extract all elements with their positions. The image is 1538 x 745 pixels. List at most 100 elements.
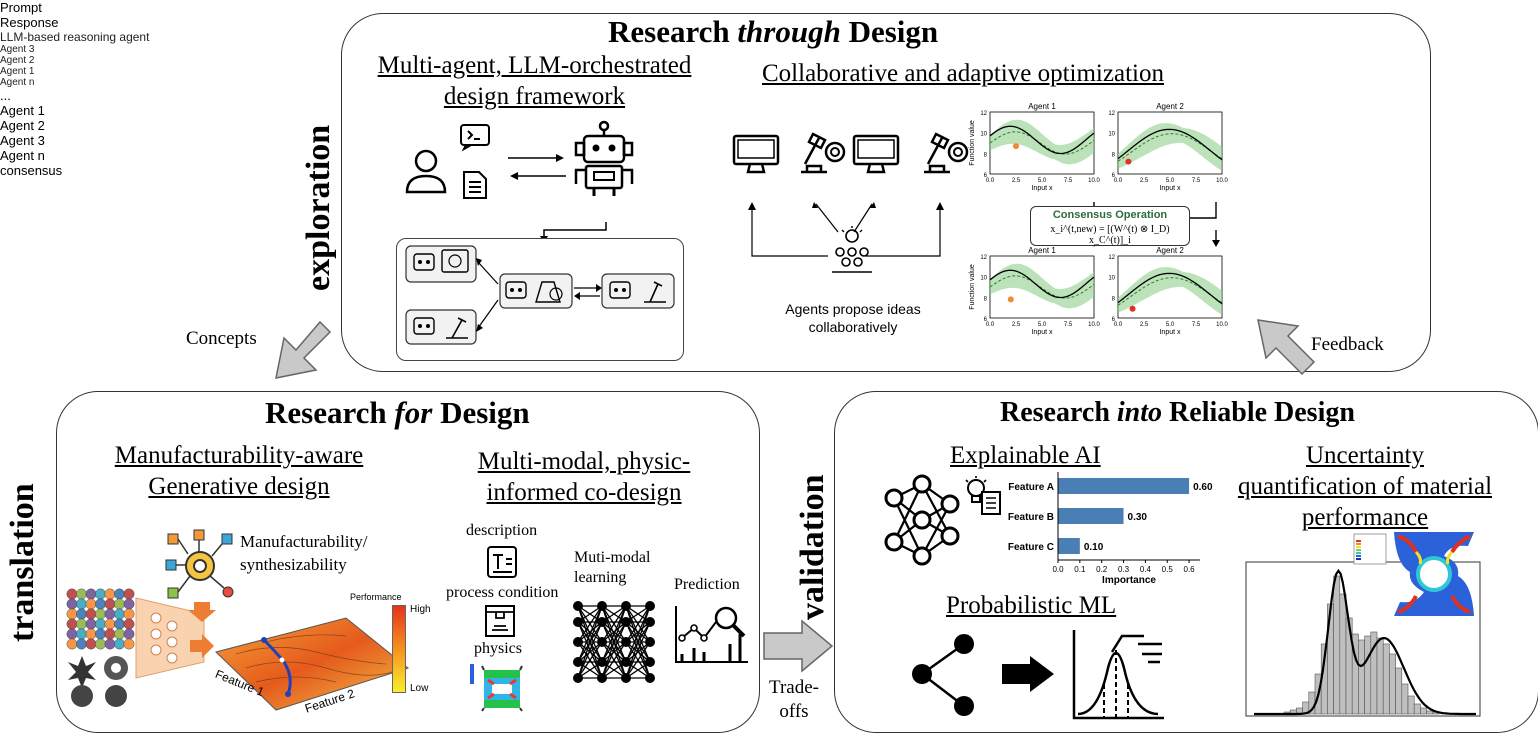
gp-x-tick-label: 2.5 xyxy=(1140,178,1149,184)
atom xyxy=(95,598,106,610)
gp-sample-point xyxy=(1129,305,1136,312)
gp-x-tick-label: 2.5 xyxy=(1012,178,1021,184)
histogram-bin xyxy=(1395,667,1403,715)
nn-edge xyxy=(625,621,651,643)
atom xyxy=(114,638,125,650)
gp-true-function xyxy=(1117,272,1223,305)
atom xyxy=(76,608,87,620)
atom xyxy=(76,638,87,650)
atom xyxy=(85,608,97,620)
gp-mean-line xyxy=(989,275,1095,299)
bottom-left-title: Research for Design xyxy=(265,395,530,430)
gp-x-tick-label: 5.0 xyxy=(1166,322,1175,328)
nn-edge xyxy=(577,641,603,679)
consensus-network xyxy=(748,202,944,257)
high-label: High xyxy=(410,604,431,615)
gp-true-function xyxy=(1117,128,1223,161)
gp-true-function xyxy=(989,269,1095,299)
prompt-response-arrows xyxy=(508,154,566,180)
prompt-icon xyxy=(460,124,490,152)
gp-x-tick-label: 10.0 xyxy=(1216,322,1228,328)
gp-x-tick-label: 0.0 xyxy=(1114,322,1123,328)
manufacturability-text: Manufacturability/synthesizability xyxy=(240,532,368,574)
nn-edge xyxy=(625,605,651,643)
gp-x-tick-label: 7.5 xyxy=(1192,178,1201,184)
histogram-bin xyxy=(1407,695,1415,715)
bar-feature-b xyxy=(1058,508,1124,524)
gp-y-tick-label: 12 xyxy=(980,255,987,261)
gp-x-tick-label: 10.0 xyxy=(1216,178,1228,184)
nn-node xyxy=(645,673,655,683)
atom xyxy=(114,618,125,630)
neural-network-icon xyxy=(573,601,655,683)
top-panel-title: Research through Design xyxy=(608,14,939,49)
gp-y-tick-label: 12 xyxy=(1108,111,1115,117)
histogram-bin xyxy=(1426,710,1434,715)
bar-x-tick-label: 0.6 xyxy=(1184,565,1196,574)
gp-y-axis-label: Function value xyxy=(969,264,976,310)
orange-arrows xyxy=(188,602,216,658)
nn-edge xyxy=(625,641,651,679)
gp-y-tick-label: 6 xyxy=(984,173,988,179)
performance-label: Performance xyxy=(350,592,402,602)
consensus-operation-box: Consensus Operation x_i^(t,new) = [(W^(t… xyxy=(1030,206,1190,246)
agent-network xyxy=(405,245,675,345)
nn-node xyxy=(573,673,583,683)
gp-x-tick-label: 7.5 xyxy=(1192,322,1201,328)
gp-x-tick-label: 2.5 xyxy=(1140,322,1149,328)
histogram-bin xyxy=(1401,683,1409,715)
atom xyxy=(85,628,97,640)
prediction-chart-icon xyxy=(675,606,748,663)
gp-y-tick-label: 6 xyxy=(1112,173,1116,179)
gp-mean-line xyxy=(989,131,1095,155)
atom xyxy=(104,598,116,610)
bar-x-tick-label: 0.2 xyxy=(1096,565,1108,574)
bar-x-tick-label: 0.0 xyxy=(1052,565,1064,574)
response-label: Response xyxy=(0,15,59,30)
prompt-label: Prompt xyxy=(0,0,42,15)
gp-y-tick-label: 6 xyxy=(1112,317,1116,323)
consensus-op-title: Consensus Operation xyxy=(1052,209,1168,221)
nn-edge xyxy=(625,621,651,679)
histogram-bin xyxy=(1413,703,1421,715)
gp-sample-point xyxy=(1013,143,1019,150)
performance-colorbar xyxy=(392,605,406,693)
agentn-label: Agent n xyxy=(0,77,35,88)
gp-y-tick-label: 12 xyxy=(980,111,987,117)
user-icon xyxy=(405,149,447,194)
atom xyxy=(95,638,106,650)
encoder-network-icon xyxy=(135,597,205,679)
agent2-name: Agent 2 xyxy=(0,118,45,133)
nn-node xyxy=(597,673,607,683)
bar-category-label: Feature B xyxy=(1008,512,1054,523)
bar-value-label: 0.60 xyxy=(1193,482,1213,493)
gp-x-axis-label: Input x xyxy=(1031,185,1053,192)
agentn-name: Agent n xyxy=(0,148,45,163)
nn-node xyxy=(621,637,631,647)
histogram-bin xyxy=(1382,643,1390,715)
gp-x-tick-label: 0.0 xyxy=(1114,178,1123,184)
gp-confidence-band xyxy=(1118,267,1222,316)
atom xyxy=(104,628,116,640)
nn-edge xyxy=(577,605,603,663)
gp-y-tick-label: 8 xyxy=(984,296,988,302)
nn-edge xyxy=(601,605,627,663)
histogram-bin xyxy=(1376,637,1384,715)
consensus-op-formula: x_i^(t,new) = [(W^(t) ⊗ I_D) x_C^(t)]_i xyxy=(1050,224,1170,246)
nn-node xyxy=(645,657,655,667)
atom xyxy=(76,588,87,600)
gp-y-tick-label: 10 xyxy=(980,132,987,138)
atom xyxy=(66,588,78,600)
atom xyxy=(95,608,106,620)
bar-category-label: Feature A xyxy=(1008,482,1054,493)
nn-edge xyxy=(577,605,603,643)
atom xyxy=(66,628,78,640)
gp-y-tick-label: 10 xyxy=(980,276,987,282)
nn-node xyxy=(597,657,607,667)
gp-y-tick-label: 6 xyxy=(984,317,988,323)
nn-node xyxy=(573,601,583,611)
